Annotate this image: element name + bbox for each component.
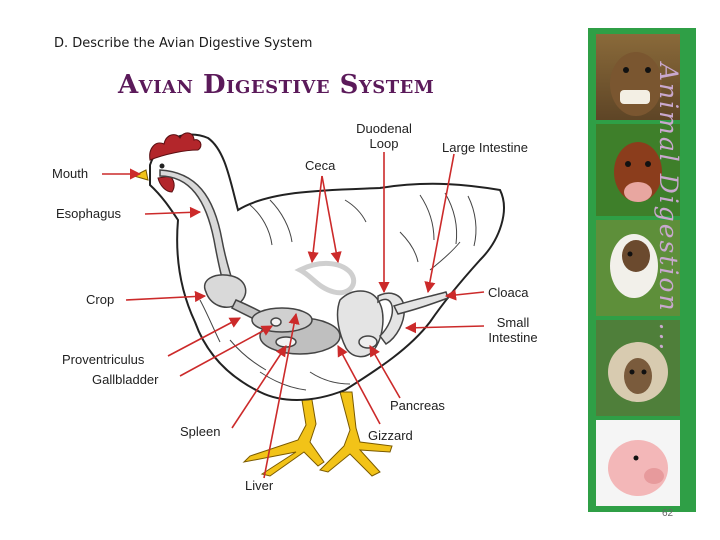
arrow-spleen	[231, 345, 287, 429]
label-esophagus: Esophagus	[56, 206, 122, 221]
ceca-shape	[294, 261, 357, 296]
label-duodenal-loop-line1: Duodenal	[356, 121, 412, 136]
label-duodenal-loop-line2: Loop	[369, 136, 399, 151]
banner-title: Animal Digestion ...	[654, 63, 683, 353]
arrow-ceca-2	[321, 175, 342, 264]
animal-digestion-banner: Animal Digestion ...	[588, 28, 696, 512]
label-small-intestine-line2: Intestine	[488, 330, 538, 345]
arrow-esophagus	[144, 206, 202, 218]
label-liver: Liver	[245, 478, 274, 493]
feather-lines	[199, 192, 477, 391]
pig-photo	[596, 420, 680, 506]
arrow-gizzard	[337, 345, 381, 425]
arrow-gallbladder	[179, 325, 273, 377]
label-ceca: Ceca	[305, 158, 336, 173]
spleen-shape	[275, 336, 297, 348]
page-number: 62	[662, 508, 674, 519]
arrow-liver	[263, 312, 300, 479]
label-gizzard: Gizzard	[368, 428, 413, 443]
label-small-intestine-line1: Small	[496, 315, 530, 330]
chicken-wattle	[157, 175, 175, 193]
crop-shape	[203, 274, 247, 308]
arrow-pancreas	[369, 345, 401, 399]
chicken-body	[149, 133, 505, 401]
cow-photo	[596, 124, 680, 216]
arrow-crop	[125, 290, 207, 303]
label-crop: Crop	[86, 292, 115, 307]
arrow-ceca-1	[307, 175, 323, 264]
chicken-eye	[159, 163, 165, 169]
label-duodenal-loop: Duodenal Loop	[346, 121, 422, 151]
label-cloaca: Cloaca	[488, 285, 529, 300]
digestive-tract	[159, 169, 449, 358]
label-small-intestine: Small Intestine	[478, 315, 548, 345]
goat-photo	[596, 220, 680, 316]
slide-heading: D. Describe the Avian Digestive System	[54, 36, 313, 51]
label-proventriculus: Proventriculus	[62, 352, 145, 367]
label-mouth: Mouth	[52, 166, 89, 181]
chicken-beak	[132, 169, 149, 181]
horse-photo	[596, 34, 680, 120]
label-arrows	[102, 152, 485, 479]
label-spleen: Spleen	[180, 424, 221, 439]
liver-shape	[251, 307, 313, 333]
pancreas-shape	[358, 335, 378, 349]
arrow-large-intestine	[424, 153, 455, 294]
sheep-photo	[596, 320, 680, 416]
arrow-small-intestine	[404, 322, 485, 334]
diagram-title: Avian Digestive System	[118, 70, 435, 100]
chicken-comb	[149, 132, 202, 161]
label-pancreas: Pancreas	[390, 398, 445, 413]
label-gallbladder: Gallbladder	[92, 372, 159, 387]
chicken-diagram	[102, 132, 505, 479]
gallbladder-shape	[270, 317, 282, 327]
chicken-legs	[242, 387, 393, 477]
label-large-intestine: Large Intestine	[442, 140, 529, 155]
arrow-proventriculus	[167, 317, 241, 357]
arrow-cloaca	[444, 289, 485, 301]
